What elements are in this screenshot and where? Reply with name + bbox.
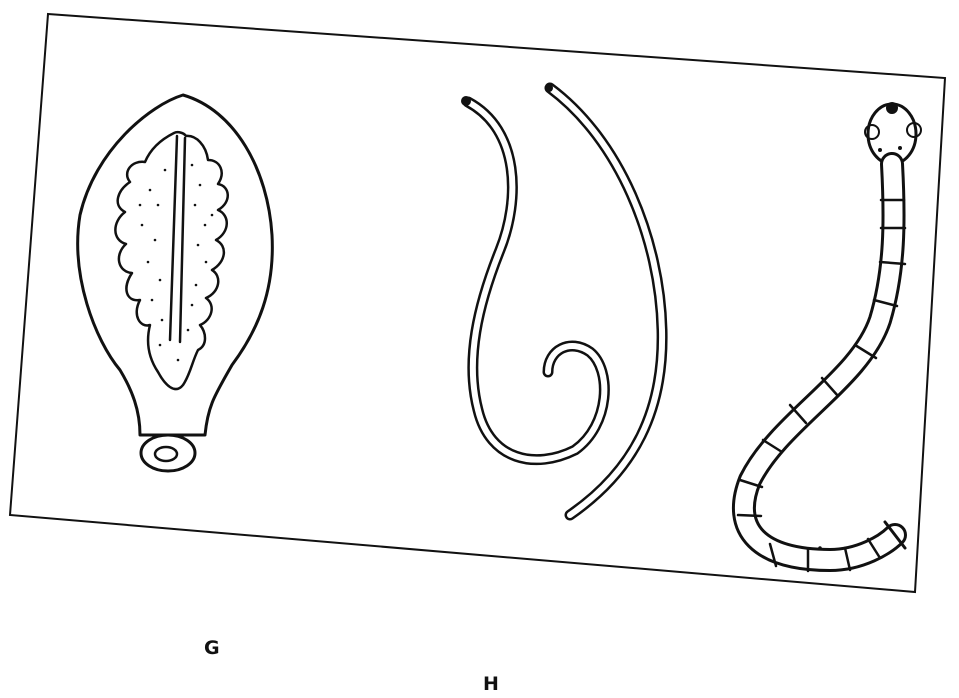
label-h: H [483, 675, 499, 694]
label-g: G [204, 639, 220, 658]
